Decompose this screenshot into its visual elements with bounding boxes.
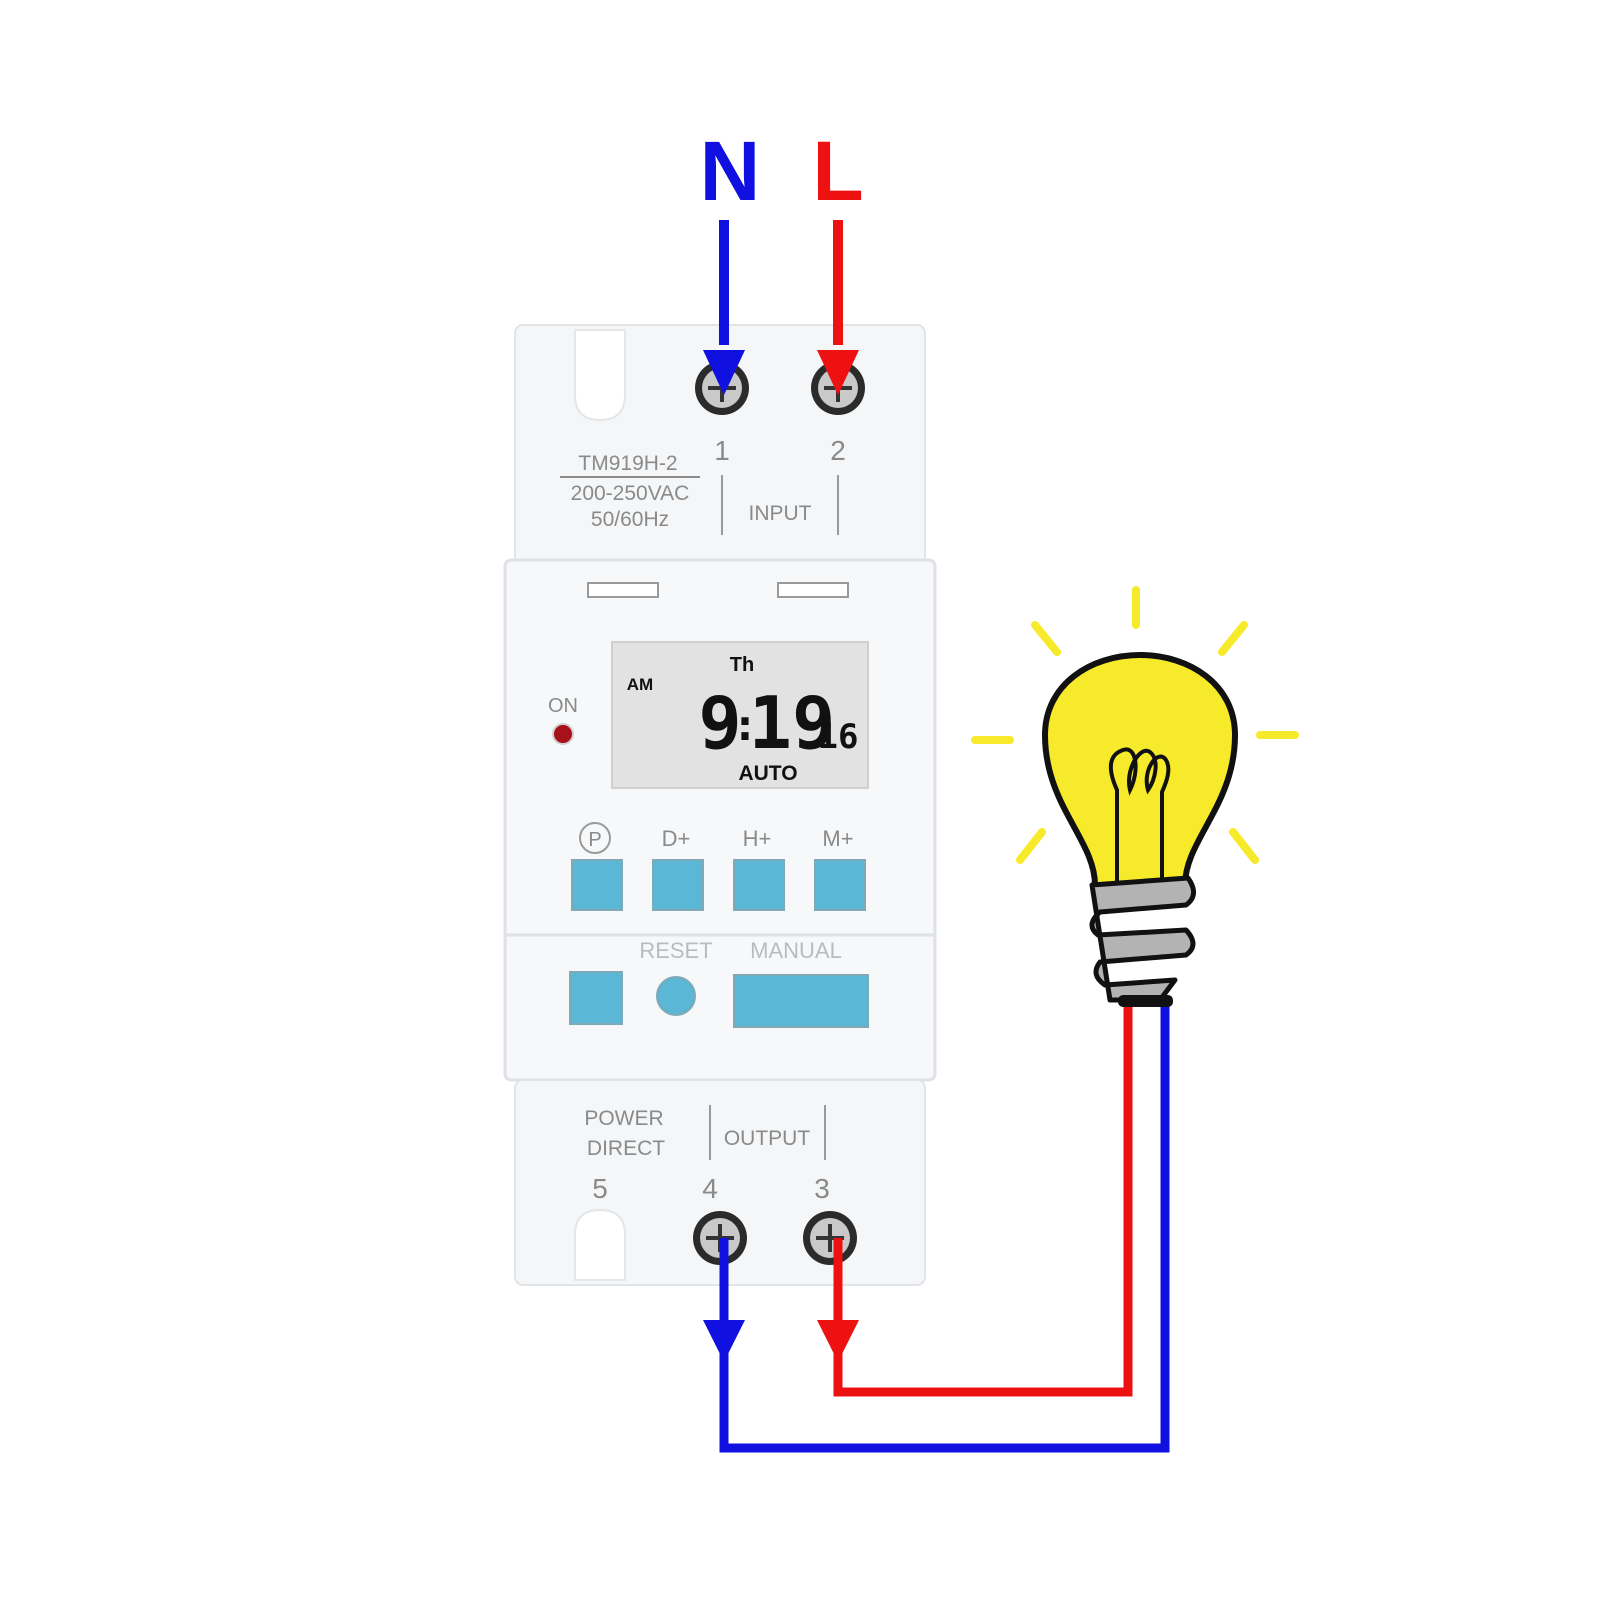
mounting-slot-top (574, 329, 626, 422)
reset-button[interactable] (656, 976, 696, 1016)
on-indicator-label: ON (548, 695, 578, 717)
terminal-2-label: 2 (830, 435, 846, 466)
neutral-label: N (700, 124, 761, 218)
reset-button-label: RESET (639, 938, 712, 963)
terminal-3-label: 3 (814, 1173, 830, 1204)
terminal-5-label: 5 (592, 1173, 608, 1204)
minute-button-label: M+ (822, 826, 853, 851)
lcd-minutes: 19 (749, 681, 836, 765)
lcd-period: AM (627, 675, 653, 694)
live-input-wire (817, 220, 859, 395)
clock-button[interactable] (569, 971, 623, 1025)
terminal-3-screw (803, 1211, 857, 1265)
day-button-label: D+ (662, 826, 691, 851)
hour-button-label: H+ (743, 826, 772, 851)
bulb-filament (1108, 747, 1171, 885)
cover-latch-left (587, 582, 659, 598)
bulb-base (1089, 875, 1196, 1003)
light-bulb (971, 586, 1299, 1007)
minute-plus-button[interactable] (814, 859, 866, 911)
lcd-day: Th (730, 654, 754, 676)
on-indicator-led (552, 723, 574, 745)
bulb-glass (1042, 652, 1238, 888)
terminal-4-label: 4 (702, 1173, 718, 1204)
input-label: INPUT (749, 502, 812, 525)
bulb-contact (1118, 995, 1173, 1007)
cover-latch-right (777, 582, 849, 598)
voltage-label: 200-250VAC (571, 482, 690, 505)
lcd-colon: : (732, 700, 759, 751)
lcd-seconds: 16 (818, 717, 859, 757)
hour-plus-button[interactable] (733, 859, 785, 911)
neutral-output-arrow (703, 1320, 745, 1362)
live-output-wire (833, 1000, 1133, 1397)
live-label: L (812, 124, 863, 218)
neutral-input-wire (703, 220, 745, 395)
manual-button[interactable] (733, 974, 869, 1028)
power-direct-label-line1: POWER (584, 1107, 663, 1130)
light-rays (971, 586, 1299, 864)
model-label: TM919H-2 (578, 452, 677, 475)
live-output-arrow (817, 1320, 859, 1362)
lcd-display: Th AM 9 : 19 16 AUTO (611, 641, 869, 789)
live-input-arrow (817, 350, 859, 395)
terminal-1-label: 1 (714, 435, 730, 466)
frequency-label: 50/60Hz (591, 508, 669, 531)
power-direct-label-line2: DIRECT (587, 1137, 665, 1160)
manual-button-label: MANUAL (750, 938, 842, 963)
day-plus-button[interactable] (652, 859, 704, 911)
mounting-slot-bottom (574, 1208, 626, 1281)
program-button[interactable] (571, 859, 623, 911)
din-rail-timer (503, 324, 937, 1286)
program-label-ring (579, 822, 611, 854)
lcd-hours: 9 (698, 681, 741, 765)
lcd-mode: AUTO (738, 762, 797, 785)
output-label: OUTPUT (724, 1127, 811, 1150)
neutral-input-arrow (703, 350, 745, 395)
program-button-label: P (588, 829, 601, 851)
